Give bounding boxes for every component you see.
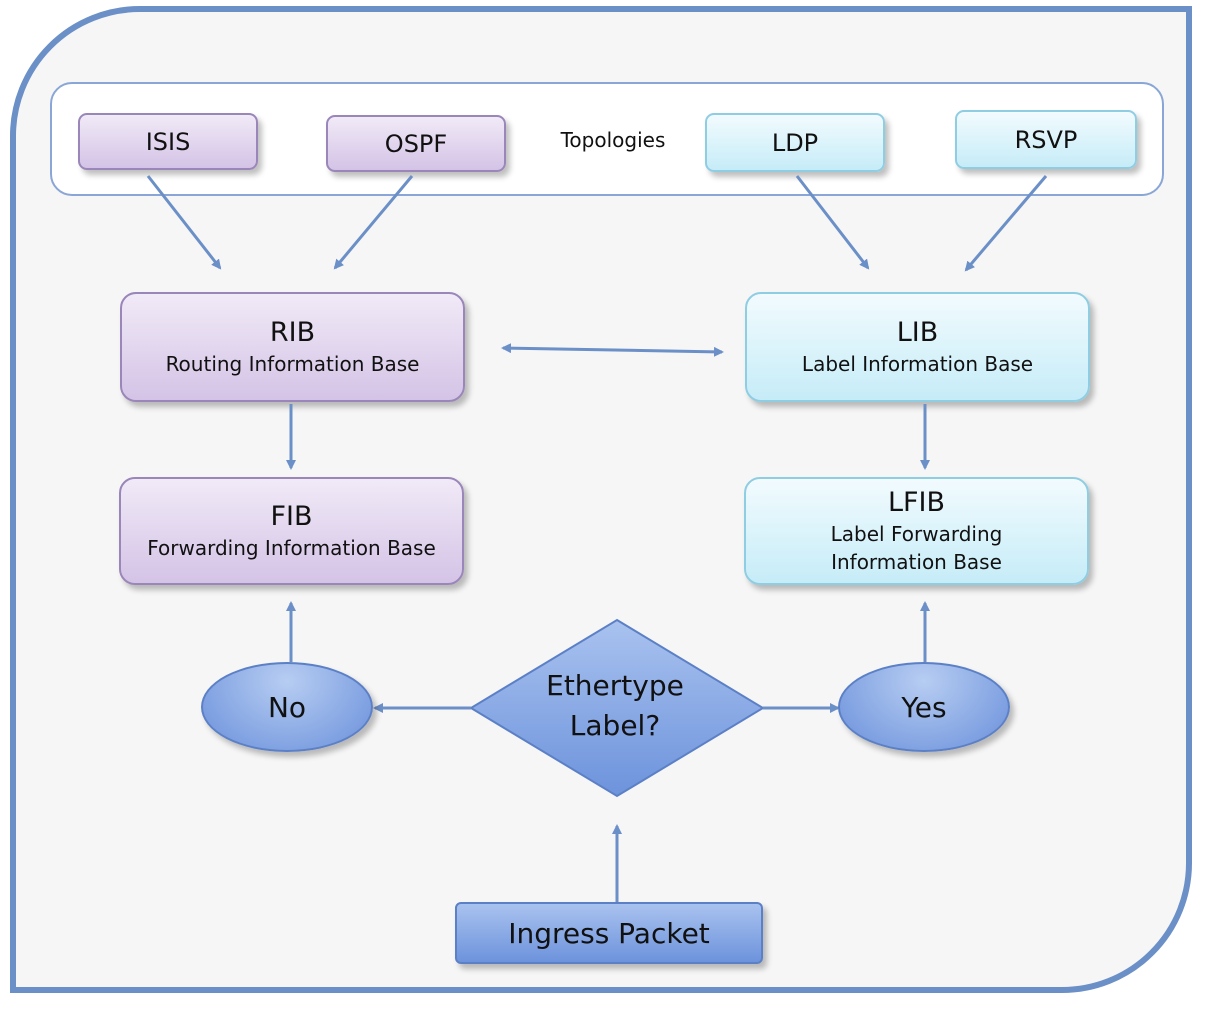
arrow-ospf-to-rib [333, 175, 414, 270]
decision-line2: Label? [569, 709, 661, 742]
ldp-label: LDP [771, 128, 819, 157]
decision-diamond [469, 618, 765, 798]
ospf-box: OSPF [326, 115, 506, 172]
topologies-label: Topologies [560, 128, 666, 152]
rsvp-box: RSVP [955, 110, 1137, 169]
ospf-label: OSPF [384, 129, 448, 158]
lfib-box: LFIB Label Forwarding Information Base [744, 477, 1089, 585]
arrow-rib-lib [501, 343, 724, 357]
yes-label: Yes [901, 690, 947, 724]
decision-line1: Ethertype [546, 669, 684, 702]
fib-box: FIB Forwarding Information Base [119, 477, 464, 585]
lfib-title: LFIB [887, 487, 946, 518]
isis-box: ISIS [78, 113, 258, 170]
rsvp-label: RSVP [1014, 125, 1078, 154]
arrow-rsvp-to-lib [964, 175, 1048, 272]
ldp-box: LDP [705, 113, 885, 172]
arrow-isis-to-rib [146, 175, 222, 270]
fib-title: FIB [270, 501, 313, 532]
lib-box: LIB Label Information Base [745, 292, 1090, 402]
rib-subtitle: Routing Information Base [165, 352, 420, 376]
lib-title: LIB [896, 317, 939, 348]
yes-ellipse: Yes [838, 662, 1010, 752]
ingress-packet-label: Ingress Packet [508, 916, 710, 950]
fib-subtitle: Forwarding Information Base [147, 536, 436, 560]
ingress-packet-box: Ingress Packet [455, 902, 763, 964]
rib-box: RIB Routing Information Base [120, 292, 465, 402]
decision-text: Ethertype Label? [500, 666, 730, 746]
lfib-subtitle-line1: Label Forwarding [830, 522, 1003, 546]
lfib-subtitle-line2: Information Base [831, 550, 1002, 574]
no-label: No [267, 690, 307, 724]
rib-title: RIB [269, 317, 316, 348]
isis-label: ISIS [145, 127, 191, 156]
arrow-ldp-to-lib [795, 175, 870, 270]
lib-subtitle: Label Information Base [801, 352, 1034, 376]
no-ellipse: No [201, 662, 373, 752]
